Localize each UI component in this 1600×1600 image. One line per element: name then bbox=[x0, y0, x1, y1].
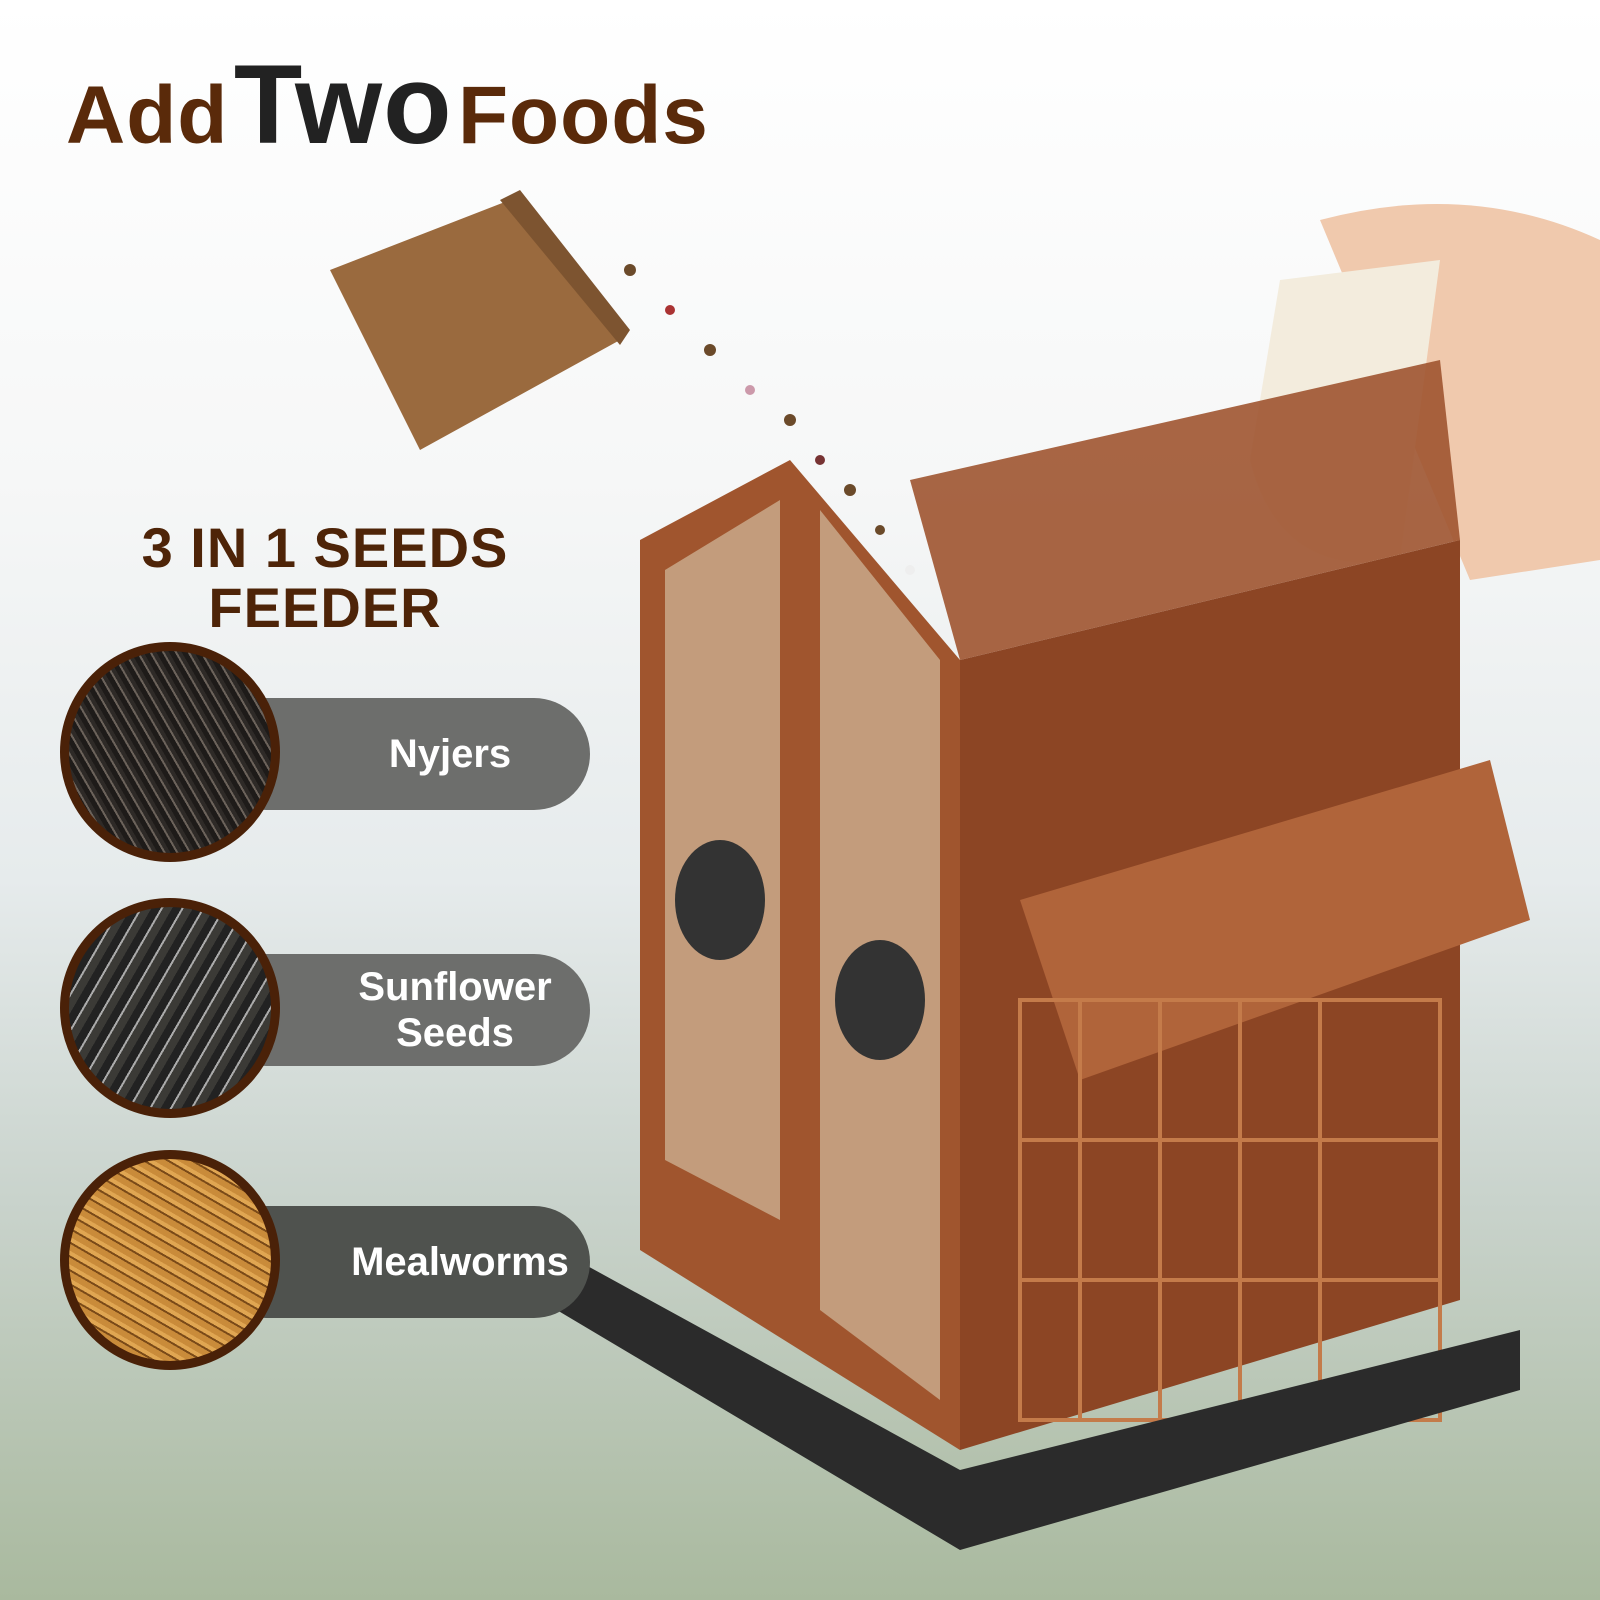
headline: Add Two Foods bbox=[66, 40, 709, 169]
headline-foods: Foods bbox=[457, 70, 709, 161]
nyjer-seeds-image bbox=[60, 642, 280, 862]
headline-two: Two bbox=[233, 42, 453, 167]
seed-item-mealworms: Mealworms bbox=[60, 1150, 590, 1370]
feeder-subtitle: 3 IN 1 SEEDS FEEDER bbox=[110, 518, 540, 638]
seed-bag bbox=[330, 190, 630, 450]
headline-add: Add bbox=[66, 70, 229, 161]
subtitle-line-2: FEEDER bbox=[208, 576, 442, 639]
sunflower-seeds-image bbox=[60, 898, 280, 1118]
seed-item-sunflower: Sunflower Seeds bbox=[60, 898, 590, 1118]
subtitle-line-1: 3 IN 1 SEEDS bbox=[141, 516, 509, 579]
feeder-body bbox=[540, 360, 1530, 1550]
falling-seeds bbox=[624, 264, 915, 575]
seed-item-nyjers: Nyjers bbox=[60, 642, 590, 862]
mealworms-image bbox=[60, 1150, 280, 1370]
bird-feeder-illustration bbox=[330, 190, 1600, 1550]
